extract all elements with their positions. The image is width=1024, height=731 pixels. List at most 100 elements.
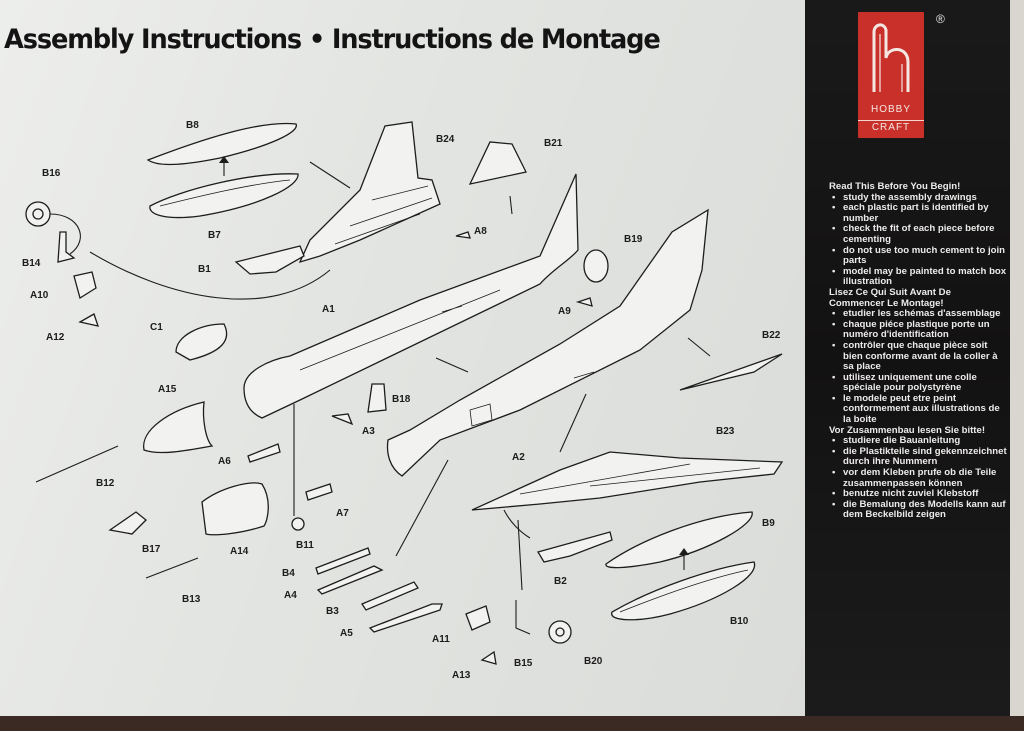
part-b19: B19 <box>583 234 643 283</box>
note-item: die Bemalung des Modells kann auf dem Be… <box>829 499 1007 521</box>
part-b11: B11 <box>291 404 314 551</box>
leader-b24 <box>309 161 351 189</box>
brand-logo: HOBBY CRAFT <box>858 12 924 138</box>
label-b3: B3 <box>326 606 339 617</box>
arrowhead-b8 <box>219 156 229 163</box>
label-b23: B23 <box>716 426 735 437</box>
arrowhead-b9 <box>679 548 689 555</box>
note-item: le modele peut etre peint conformement a… <box>829 393 1007 426</box>
box-edge <box>1010 0 1024 731</box>
part-b20: B20 <box>548 620 603 667</box>
label-a8: A8 <box>474 226 487 237</box>
part-b18: B18 <box>367 383 411 413</box>
label-a9: A9 <box>558 306 571 317</box>
label-b20: B20 <box>584 656 603 667</box>
part-a7: A7 <box>305 483 349 519</box>
part-b14: B14 <box>22 231 76 269</box>
part-a1: A1 <box>243 173 579 419</box>
part-b24: B24 <box>298 121 455 264</box>
logo-mark-icon <box>872 23 910 92</box>
label-a5: A5 <box>340 628 353 639</box>
part-a4: A4 <box>284 565 384 601</box>
label-a4: A4 <box>284 590 297 601</box>
label-b11: B11 <box>296 540 314 551</box>
part-a10: A10 <box>30 271 97 301</box>
part-b8: B8 <box>146 120 297 166</box>
note-item: study the assembly drawings <box>829 192 1007 204</box>
label-b1: B1 <box>198 264 211 275</box>
note-item: benutze nicht zuviel Klebstoff <box>829 489 1007 500</box>
part-b15: B15 <box>514 519 533 669</box>
part-b23: B23 <box>471 426 784 511</box>
label-a13: A13 <box>452 670 471 681</box>
part-a14: A14 <box>201 482 269 557</box>
label-b18: B18 <box>392 394 411 405</box>
title-separator: • <box>308 24 325 55</box>
leader-a2 <box>395 459 449 557</box>
label-a6: A6 <box>218 456 231 467</box>
label-a1: A1 <box>322 304 335 315</box>
label-b16: B16 <box>42 168 61 179</box>
part-a3: A3 <box>331 413 375 437</box>
leader-b14 <box>89 251 331 300</box>
part-b9: B9 <box>605 511 775 569</box>
part-a8: A8 <box>455 226 487 239</box>
part-b13: B13 <box>145 557 201 605</box>
label-a2: A2 <box>512 452 525 463</box>
part-b22: B22 <box>679 330 783 391</box>
note-item: do not use too much cement to join parts <box>829 245 1007 267</box>
note-item: each plastic part is identified by numbe… <box>829 202 1007 224</box>
label-a15: A15 <box>158 384 177 395</box>
label-b9: B9 <box>762 518 775 529</box>
part-a2: A2 <box>386 208 709 477</box>
notes-list-english: study the assembly drawings each plastic… <box>829 192 1007 288</box>
part-a12: A12 <box>46 313 99 343</box>
label-a12: A12 <box>46 332 65 343</box>
part-b3: B3 <box>326 581 419 617</box>
title-french: Instructions de Montage <box>331 24 661 55</box>
arrow-join <box>435 357 469 373</box>
leader-b2 <box>503 509 531 539</box>
label-b10: B10 <box>730 616 749 627</box>
title-english: Assembly Instructions <box>4 24 302 55</box>
notes-heading-german: Vor Zusammenbau lesen Sie bitte! <box>829 424 986 436</box>
part-b7: B7 <box>149 173 299 241</box>
part-b1: B1 <box>198 245 305 275</box>
label-b13: B13 <box>182 594 201 605</box>
note-item: vor dem Kleben prufe ob die Teile zusamm… <box>829 467 1007 489</box>
part-a15: A15 <box>143 384 214 454</box>
label-b8: B8 <box>186 120 199 131</box>
note-item: chaque piéce plastique porte un numéro d… <box>829 319 1007 341</box>
label-c1: C1 <box>150 322 163 333</box>
part-a9: A9 <box>558 297 593 317</box>
note-item: utilisez uniquement une colle spéciale p… <box>829 372 1007 394</box>
part-b17: B17 <box>108 511 161 555</box>
notes-list-german: studiere die Bauanleitung die Plastiktei… <box>829 436 1007 521</box>
label-b19: B19 <box>624 234 643 245</box>
note-item: contrôler que chaque pièce soit bien con… <box>829 340 1007 373</box>
instruction-sheet: Assembly Instructions • Instructions de … <box>0 0 812 718</box>
label-a14: A14 <box>230 546 249 557</box>
label-b4: B4 <box>282 568 295 579</box>
note-item: model may be painted to match box illust… <box>829 266 1007 288</box>
registered-mark: ® <box>936 12 945 26</box>
part-b16: B16 <box>25 168 61 227</box>
label-b21: B21 <box>544 138 563 149</box>
label-b12: B12 <box>96 478 115 489</box>
instruction-notes: Read This Before You Begin! study the as… <box>829 181 1007 521</box>
label-a10: A10 <box>30 290 49 301</box>
note-item: die Plastikteile sind gekennzeichnet dur… <box>829 446 1007 468</box>
notes-heading-french: Lisez Ce Qui Suit Avant De Commencer Le … <box>829 286 951 309</box>
brand-word-hobby: HOBBY <box>870 104 911 115</box>
note-item: check the fit of each piece before cemen… <box>829 224 1007 245</box>
notes-list-french: etudier les schémas d'assemblage chaque … <box>829 309 1007 426</box>
leader-b23 <box>559 393 587 453</box>
exploded-assembly-diagram: B8 B7 B24 B21 B16 <box>22 120 784 681</box>
part-b21: B21 <box>468 138 563 185</box>
label-a11: A11 <box>432 634 450 645</box>
part-c1: C1 <box>150 322 228 361</box>
part-a13: A13 <box>452 650 497 681</box>
label-b22: B22 <box>762 330 781 341</box>
part-b4: B4 <box>282 547 371 579</box>
label-b24: B24 <box>436 134 455 145</box>
